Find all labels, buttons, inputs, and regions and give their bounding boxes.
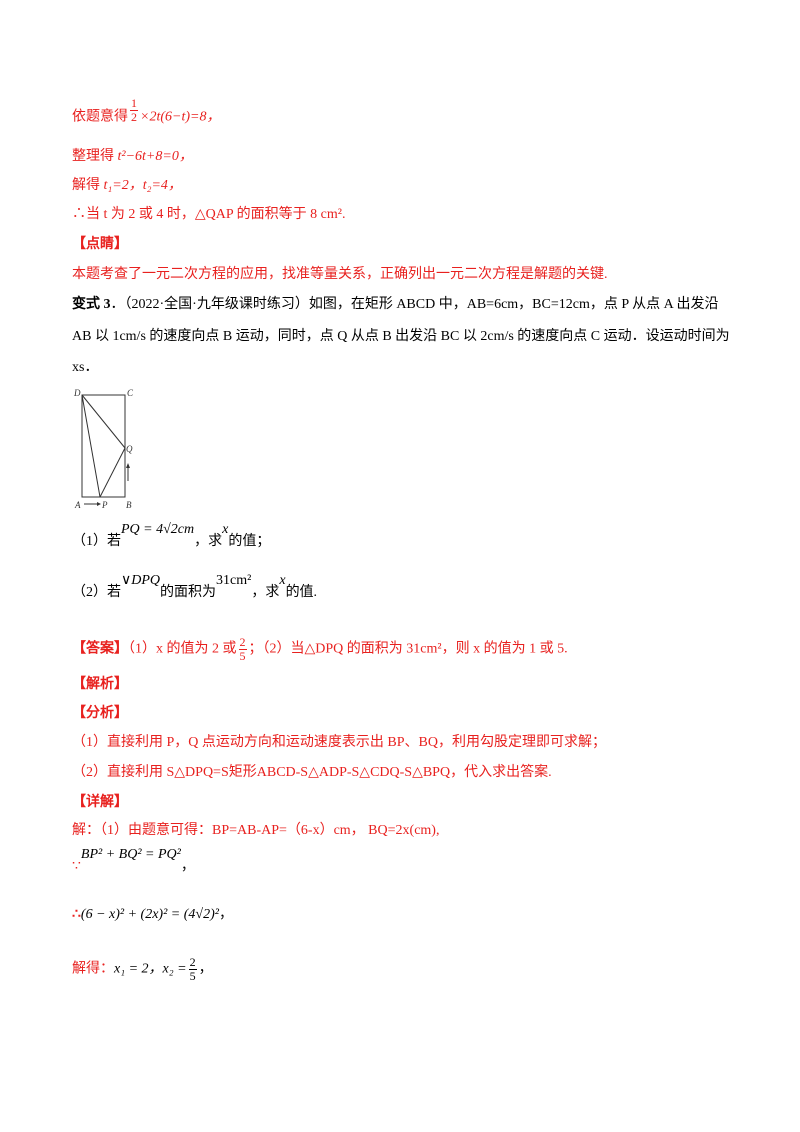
- text: ；（2）当△DPQ 的面积为 31cm²，则 x 的值为 1 或 5.: [248, 641, 568, 657]
- analysis-line-2: （2）直接利用 S△DPQ=S矩形ABCD-S△ADP-S△CDQ-S△BPQ，…: [72, 765, 552, 780]
- text: （2）若: [72, 585, 121, 600]
- text: ，: [198, 961, 213, 977]
- analysis-subheading: 【分析】: [72, 706, 128, 721]
- segment-dp: [81, 394, 101, 498]
- text: ．（2022·全国·九年级课时练习）如图，在矩形 ABCD 中，AB=6cm，B…: [110, 297, 719, 312]
- label-q: Q: [126, 444, 133, 454]
- equation: t₁=2，t₂=4，: [103, 178, 182, 193]
- text: ，求: [251, 585, 280, 600]
- text: ，: [180, 859, 195, 874]
- label-a: A: [74, 500, 81, 510]
- problem-line-2: AB 以 1cm/s 的速度向点 B 运动，同时，点 Q 从点 B 出发沿 BC…: [72, 329, 730, 344]
- text: 解得：: [72, 961, 114, 977]
- detail-heading: 【详解】: [72, 795, 128, 810]
- equation: ×2t(6−t)=8，: [140, 109, 221, 125]
- text: （1）x 的值为 2 或: [128, 641, 237, 657]
- problem-line-1: 变式 3．（2022·全国·九年级课时练习）如图，在矩形 ABCD 中，AB=6…: [72, 296, 718, 314]
- formula: ∨DPQ: [121, 573, 161, 588]
- question-2: （2）若∨DPQ的面积为31cm²，求x的值.: [72, 573, 318, 602]
- text: 解得: [72, 178, 104, 193]
- label-d: D: [73, 388, 81, 398]
- text: 的值；: [228, 534, 271, 549]
- solution-line-2: 整理得 t²−6t+8=0，: [72, 148, 193, 166]
- variable: x: [279, 573, 286, 588]
- segment-dq: [81, 394, 126, 449]
- question-1: （1）若PQ = 4√2cm，求x的值；: [72, 522, 271, 551]
- formula: PQ = 4√2cm: [121, 522, 195, 537]
- equation: t²−6t+8=0，: [117, 149, 193, 164]
- comment-heading: 【点睛】: [72, 237, 128, 252]
- analysis-heading: 【解析】: [72, 677, 128, 692]
- segment-pq: [99, 447, 126, 498]
- numerator: 2: [188, 955, 197, 970]
- text: 的面积为: [160, 585, 217, 600]
- text: ，: [218, 907, 233, 922]
- label-p: P: [101, 500, 108, 510]
- detail-line-2: ∵BP² + BQ² = PQ²，: [72, 847, 195, 876]
- therefore-symbol: ∴: [72, 907, 81, 922]
- detail-line-3: ∴(6 − x)² + (2x)² = (4√2)²，: [72, 906, 233, 924]
- denominator: 2: [131, 110, 137, 124]
- detail-line-1: 解：（1）由题意可得：BP=AB-AP=（6-x）cm， BQ=2x(cm),: [72, 823, 440, 838]
- numerator: 1: [130, 96, 138, 111]
- formula: (6 − x)² + (2x)² = (4√2)²: [80, 907, 219, 922]
- formula: BP² + BQ² = PQ²: [80, 847, 181, 862]
- denominator: 5: [239, 649, 246, 663]
- problem-label: 变式 3: [72, 297, 111, 312]
- variable: x: [222, 522, 229, 537]
- text: 整理得: [72, 149, 118, 164]
- rectangle-abcd: [81, 394, 126, 498]
- label-c: C: [127, 388, 134, 398]
- problem-line-3: xs．: [72, 360, 99, 375]
- answer-heading: 【答案】: [72, 641, 128, 657]
- solution-conclusion: ∴当 t 为 2 或 4 时，△QAP 的面积等于 8 cm².: [72, 207, 346, 222]
- comment-text: 本题考查了一元二次方程的应用，找准等量关系，正确列出一元二次方程是解题的关键.: [72, 267, 608, 282]
- label-b: B: [126, 500, 132, 510]
- area-value: 31cm²: [216, 573, 252, 588]
- solution-line-3: 解得 t₁=2，t₂=4，: [72, 177, 182, 195]
- text: ，求: [194, 534, 223, 549]
- analysis-line-1: （1）直接利用 P，Q 点运动方向和运动速度表示出 BP、BQ，利用勾股定理即可…: [72, 735, 606, 750]
- because-symbol: ∵: [72, 859, 81, 874]
- formula: x₁ = 2，x₂ =: [114, 961, 187, 977]
- rectangle-figure: D C Q A P B: [73, 388, 134, 510]
- denominator: 5: [189, 969, 196, 983]
- text: （1）若: [72, 534, 121, 549]
- text: 的值.: [285, 585, 318, 600]
- numerator: 2: [238, 635, 247, 650]
- text: 依题意得: [72, 109, 128, 125]
